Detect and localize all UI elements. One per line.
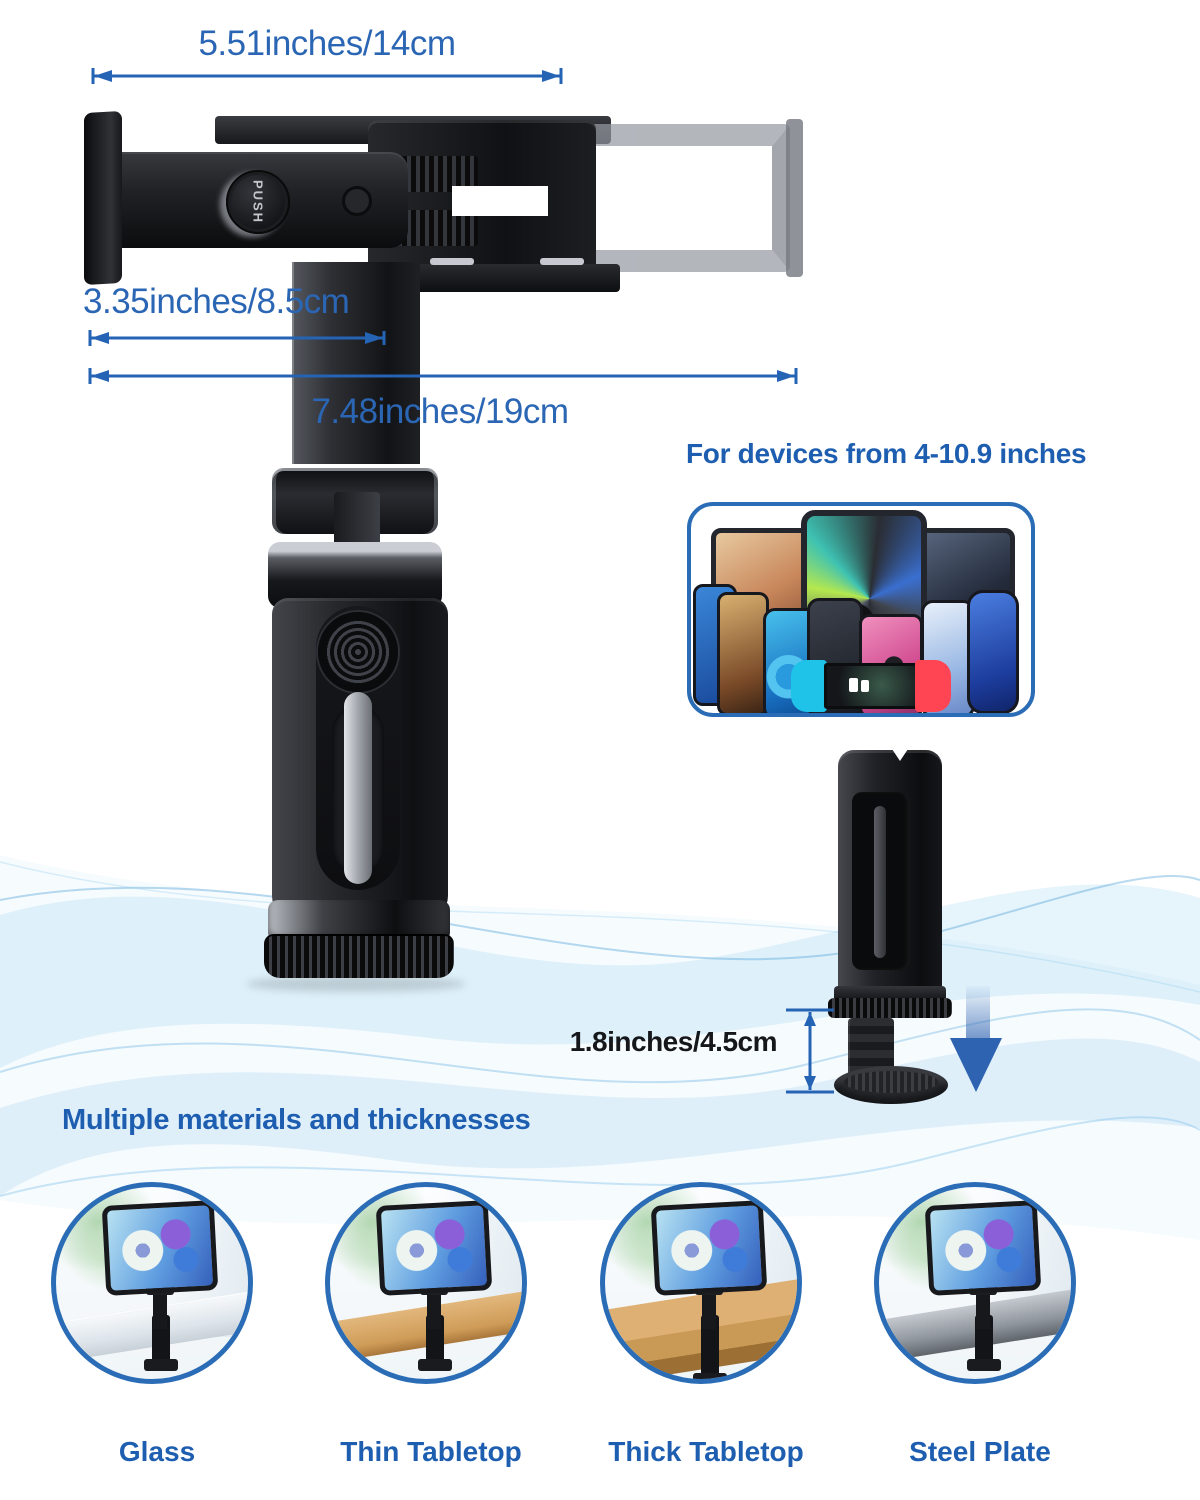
stand-clamp-foot: [967, 1359, 1001, 1371]
nintendo-switch: [791, 660, 951, 712]
switch-logo-icon: [849, 678, 858, 692]
dimension-label-full: 7.48inches/19cm: [311, 392, 569, 431]
material-circle-thin-tabletop: [325, 1182, 527, 1384]
joycon-right: [915, 660, 951, 712]
spring-window: [318, 612, 398, 692]
dimension-label-clamp: 1.8inches/4.5cm: [569, 1026, 778, 1057]
metal-rod: [344, 692, 372, 884]
down-arrow-shaft: [966, 986, 990, 1040]
dimension-arrow-middle: [88, 330, 386, 346]
stand-clamp-foot: [418, 1359, 452, 1371]
knurled-base: [264, 934, 454, 978]
devices-heading: For devices from 4-10.9 inches: [686, 438, 1087, 469]
devices-box: [687, 502, 1035, 717]
materials-heading: Multiple materials and thicknesses: [62, 1104, 531, 1136]
lock-button: [342, 186, 372, 216]
silver-accent: [430, 258, 474, 265]
down-arrow-icon: [950, 1038, 1002, 1092]
clamp-head-window: [452, 186, 548, 216]
stand-clamp-foot: [144, 1359, 178, 1371]
material-circle-thick-tabletop: [600, 1182, 802, 1384]
stand-clamp: [701, 1315, 719, 1377]
stand-pole: [292, 262, 420, 464]
dimension-arrow-full: [88, 368, 798, 384]
switch-screen: [824, 663, 918, 709]
clamp-knurled-ring: [828, 998, 952, 1018]
material-label-glass: Glass: [118, 1436, 196, 1467]
clamp-left-jaw: [84, 111, 122, 285]
device-phone-orange: [717, 592, 769, 713]
stand-post: [702, 1289, 716, 1329]
dimension-arrow-top: [91, 68, 563, 84]
mounted-tablet: [924, 1200, 1042, 1296]
push-button: PUSH: [226, 170, 290, 234]
joycon-left: [791, 660, 827, 712]
material-label-thin-tabletop: Thin Tabletop: [340, 1436, 522, 1467]
stand-post: [976, 1289, 990, 1329]
material-label-thick-tabletop: Thick Tabletop: [608, 1436, 804, 1467]
clamp-cylinder-notch: [892, 749, 908, 761]
material-circle-steel-plate: [874, 1182, 1076, 1384]
mounted-tablet: [650, 1200, 768, 1296]
stand-post: [427, 1289, 441, 1329]
material-label-steel-plate: Steel Plate: [909, 1436, 1051, 1467]
base-shadow: [246, 976, 466, 992]
push-label: PUSH: [250, 179, 266, 225]
device-phone-s9: [967, 590, 1019, 713]
material-circle-glass: [51, 1182, 253, 1384]
stand-clamp-foot: [693, 1373, 727, 1379]
switch-logo-icon: [861, 680, 869, 692]
mounted-tablet: [101, 1200, 219, 1296]
dimension-label-top: 5.51inches/14cm: [198, 24, 456, 63]
folding-hinge-bottom: [268, 542, 442, 608]
stand-post: [153, 1289, 167, 1329]
extension-ghost-endcap: [786, 119, 803, 277]
clamp-foot-texture: [844, 1071, 938, 1093]
mounted-tablet: [375, 1200, 493, 1296]
silver-accent: [540, 258, 584, 265]
dimension-arrow-clamp-height: [786, 1008, 834, 1094]
clamp-inner-rod: [874, 806, 886, 958]
dimension-label-middle: 3.35inches/8.5cm: [83, 282, 350, 321]
